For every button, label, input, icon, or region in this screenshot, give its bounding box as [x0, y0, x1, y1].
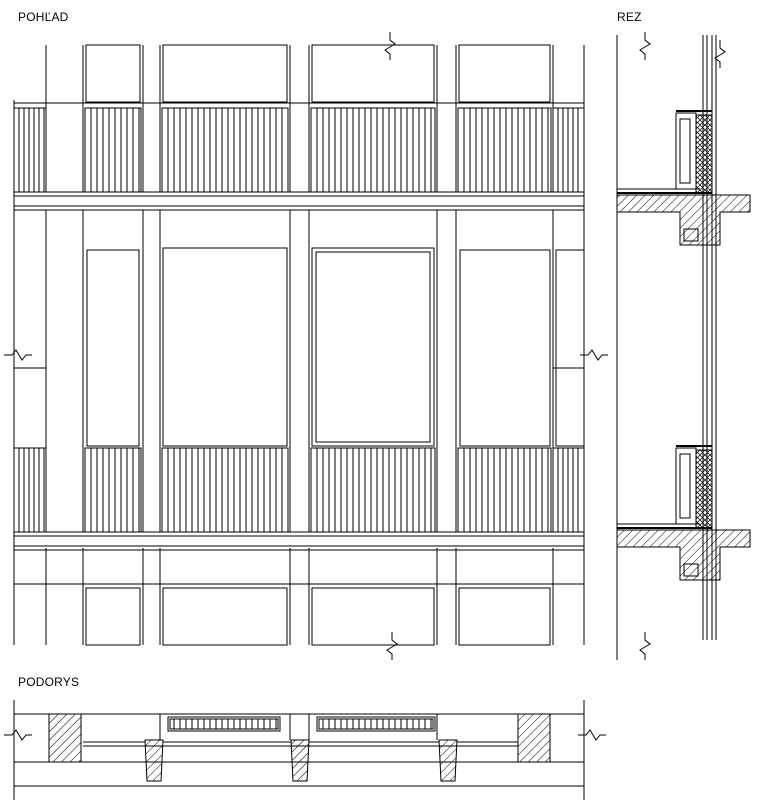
mid-window-b-inner [315, 251, 431, 443]
parapet-element [675, 447, 697, 525]
elevation-title: POHĽAD [18, 10, 69, 24]
break-mark [580, 349, 608, 361]
elevation-view [13, 44, 585, 646]
section-title: REZ [617, 10, 642, 24]
insulation-panel [695, 449, 713, 529]
lower-window-frame [458, 587, 551, 646]
plan-mullion [290, 739, 310, 782]
upper-window-frame [85, 44, 141, 103]
mid-window-c [459, 249, 551, 447]
section-view [616, 35, 751, 660]
parapet-lower-frame [13, 447, 47, 533]
break-mark [639, 632, 651, 660]
upper-window-frame [458, 44, 551, 103]
parapet-upper-frame [13, 107, 47, 193]
mid-window-left [86, 249, 140, 447]
floor-slab [616, 529, 751, 581]
break-mark [4, 349, 32, 361]
window-sill [683, 228, 699, 242]
parapet-lower-frame [161, 447, 289, 533]
parapet-lower-frame [457, 447, 552, 533]
plan-mullion [438, 739, 458, 782]
parapet-upper-frame [457, 107, 552, 193]
parapet-inner [679, 118, 691, 184]
plan-title: PODORYS [18, 675, 80, 689]
mid-window-a [162, 247, 288, 447]
break-mark [386, 632, 398, 660]
parapet-lower-frame [84, 447, 142, 533]
lower-window-frame [85, 587, 141, 646]
parapet-upper-frame [84, 107, 142, 193]
lower-window-frame [311, 587, 435, 646]
window-sill [683, 563, 699, 577]
insulation-panel [695, 114, 713, 194]
parapet-element [675, 112, 697, 190]
parapet-upper-frame [310, 107, 436, 193]
break-marks [4, 32, 726, 741]
break-mark [384, 32, 396, 60]
floor-slab [616, 194, 751, 246]
plan-grille-inner [318, 718, 434, 730]
upper-window-frame [162, 44, 288, 103]
plan-grille [316, 716, 436, 732]
plan-column [517, 713, 551, 763]
upper-window-frame [311, 44, 435, 103]
break-mark [4, 729, 32, 741]
break-mark [714, 40, 726, 68]
break-mark [639, 32, 651, 60]
plan-grille [167, 716, 281, 732]
parapet-lower-frame [310, 447, 436, 533]
plan-column [48, 713, 82, 763]
lower-window-frame [162, 587, 288, 646]
plan-view [13, 700, 585, 800]
break-mark [578, 729, 606, 741]
parapet-inner [679, 453, 691, 519]
plan-mullion [144, 739, 164, 782]
parapet-upper-frame [161, 107, 289, 193]
mid-window-right [555, 249, 585, 447]
plan-grille-inner [169, 718, 279, 730]
mid-window-b [311, 247, 435, 447]
